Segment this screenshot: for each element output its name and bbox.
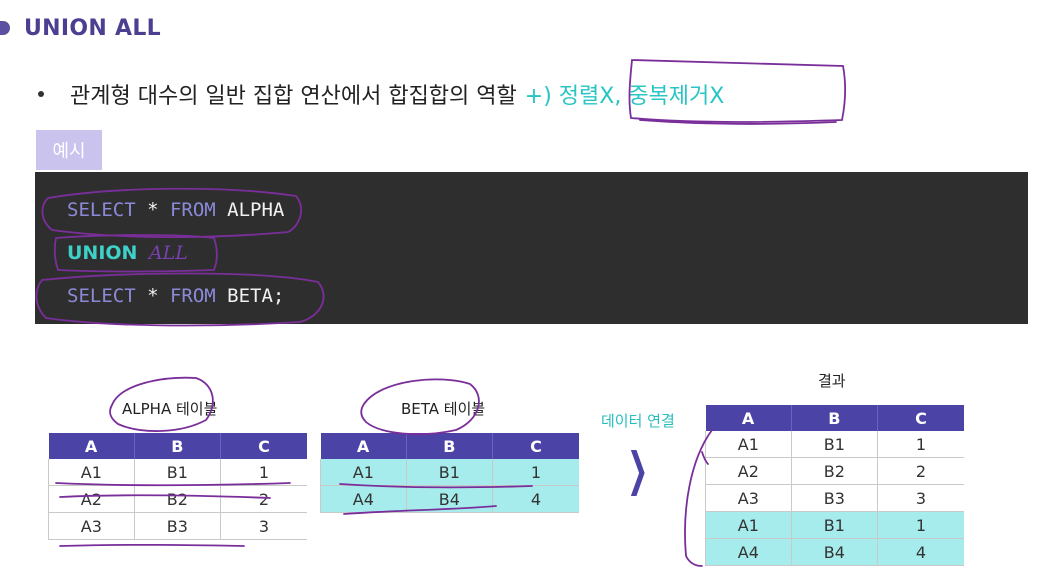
table-cell: 3 (877, 484, 964, 512)
column-header: C (220, 433, 307, 459)
table-row: A2 B2 2 (48, 485, 307, 513)
code-keyword-select: SELECT (67, 199, 136, 221)
table-cell: B1 (134, 459, 221, 486)
result-table: A B C A1 B1 1 A2 B2 2 A3 B3 3 A1 B1 1 A4… (705, 405, 964, 566)
beta-table: A B C A1 B1 1 A4 B4 4 (320, 433, 579, 513)
code-star: * (135, 199, 170, 221)
column-header: B (791, 405, 878, 431)
bullet-point: 관계형 대수의 일반 집합 연산에서 합집합의 역할 +) 정렬X, 중복제거X (38, 78, 724, 110)
column-header: A (48, 433, 135, 459)
column-header: C (492, 433, 579, 459)
table-cell: 4 (877, 538, 964, 566)
code-keyword-from: FROM (169, 285, 216, 307)
table-row: A1 B1 1 (320, 459, 579, 486)
table-row: A1 B1 1 (705, 431, 964, 458)
table-cell: B3 (791, 484, 878, 512)
table-cell: B1 (406, 459, 493, 486)
ink-underline-row3 (59, 543, 245, 547)
table-header-row: A B C (48, 433, 307, 459)
table-row: A4 B4 4 (705, 538, 964, 566)
table-cell: B1 (791, 431, 878, 458)
column-header: C (877, 405, 964, 431)
alpha-table: A B C A1 B1 1 A2 B2 2 A3 B3 3 (48, 433, 307, 540)
table-cell: A4 (320, 485, 407, 513)
section-heading: UNION ALL (0, 12, 161, 44)
table-row: A2 B2 2 (705, 457, 964, 485)
table-cell: A4 (705, 538, 792, 566)
table-row: A3 B3 3 (705, 484, 964, 512)
result-table-caption: 결과 (818, 372, 846, 390)
column-header: B (134, 433, 221, 459)
table-cell: A1 (48, 459, 135, 486)
heading-bullet-icon (0, 21, 10, 35)
page-title: UNION ALL (24, 15, 161, 41)
table-cell: 2 (220, 485, 307, 513)
code-line-3: SELECT * FROM BETA; (67, 285, 284, 307)
table-cell: A2 (705, 457, 792, 485)
table-row: A1 B1 1 (705, 511, 964, 539)
table-cell: B2 (791, 457, 878, 485)
table-cell: B4 (406, 485, 493, 513)
column-header: B (406, 433, 493, 459)
code-keyword-from: FROM (169, 199, 216, 221)
alpha-table-caption: ALPHA 테이블 (122, 400, 218, 418)
code-table-beta: BETA; (215, 285, 285, 307)
chevron-right-icon: ❯ (627, 442, 649, 496)
table-header-row: A B C (320, 433, 579, 459)
column-header: A (320, 433, 407, 459)
beta-table-caption: BETA 테이블 (401, 400, 486, 418)
table-cell: A3 (48, 512, 135, 540)
connector-label: 데이터 연결 (601, 412, 675, 430)
table-row: A3 B3 3 (48, 512, 307, 540)
code-keyword-select: SELECT (67, 285, 136, 307)
table-cell: 3 (220, 512, 307, 540)
code-table-alpha: ALPHA (215, 199, 285, 221)
code-line-2: UNION ALL (67, 242, 188, 264)
table-row: A4 B4 4 (320, 485, 579, 513)
handwritten-all: ALL (148, 242, 188, 264)
code-block: SELECT * FROM ALPHA UNION ALL SELECT * F… (35, 172, 1028, 324)
table-cell: 1 (492, 459, 579, 486)
code-star: * (135, 285, 170, 307)
table-cell: 1 (877, 511, 964, 539)
code-line-1: SELECT * FROM ALPHA (67, 199, 284, 221)
code-keyword-union: UNION (67, 242, 138, 264)
handwritten-note: +) 정렬X, 중복제거X (524, 84, 725, 109)
table-row: A1 B1 1 (48, 459, 307, 486)
table-cell: A1 (320, 459, 407, 486)
ink-underline-note (639, 119, 837, 125)
table-cell: A1 (705, 511, 792, 539)
table-cell: A2 (48, 485, 135, 513)
table-cell: B2 (134, 485, 221, 513)
table-cell: 1 (220, 459, 307, 486)
bullet-dot-icon (38, 91, 44, 97)
table-header-row: A B C (705, 405, 964, 431)
table-cell: 4 (492, 485, 579, 513)
table-cell: 2 (877, 457, 964, 485)
table-cell: B4 (791, 538, 878, 566)
table-cell: 1 (877, 431, 964, 458)
table-cell: A3 (705, 484, 792, 512)
table-cell: B1 (791, 511, 878, 539)
column-header: A (705, 405, 792, 431)
table-cell: B3 (134, 512, 221, 540)
table-cell: A1 (705, 431, 792, 458)
example-tab: 예시 (36, 130, 102, 170)
bullet-text: 관계형 대수의 일반 집합 연산에서 합집합의 역할 (70, 84, 517, 109)
